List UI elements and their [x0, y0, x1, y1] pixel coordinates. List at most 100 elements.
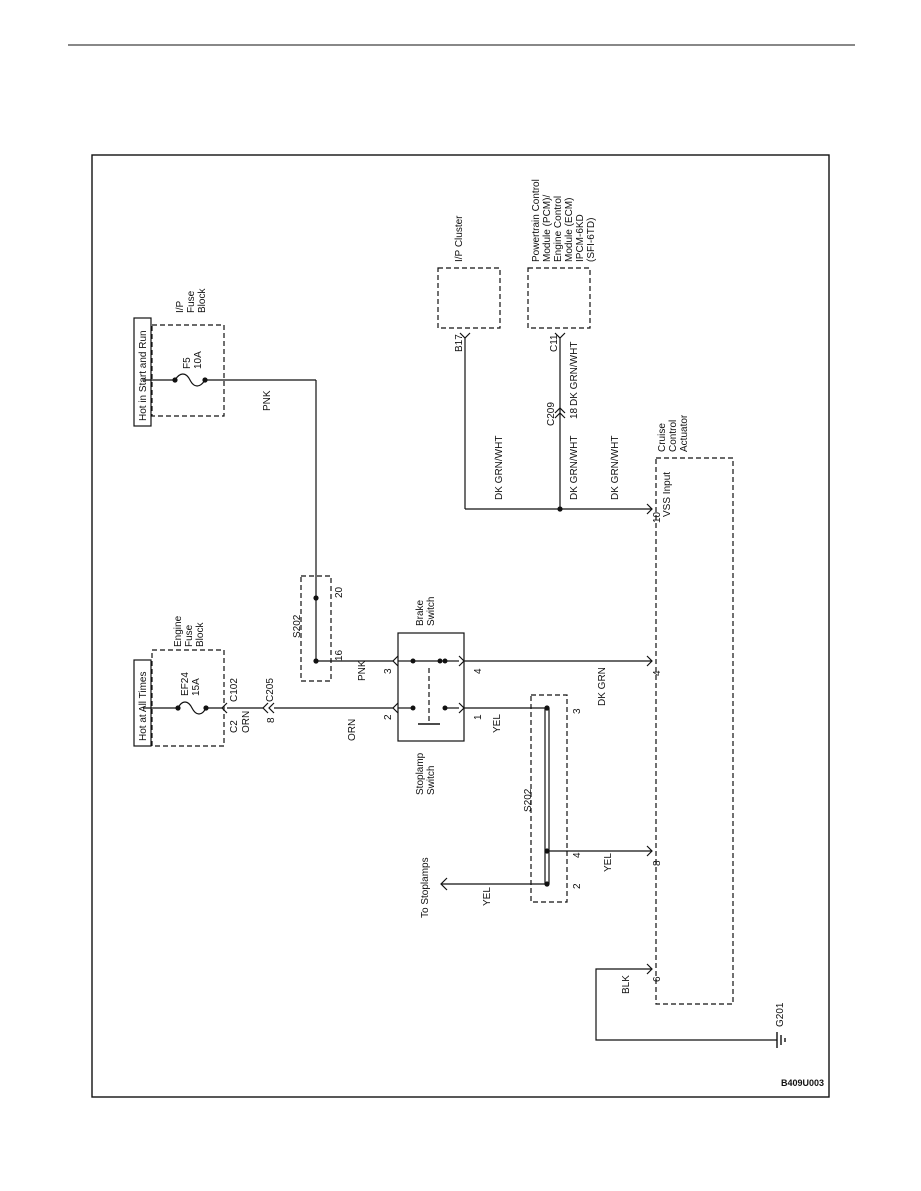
svg-text:Engine: Engine [173, 615, 184, 647]
splice-s202-top-box [300, 575, 332, 682]
actuator-terminal-4 [646, 655, 653, 667]
wire-label-yel-2: YEL [603, 853, 614, 872]
svg-text:15A: 15A [191, 678, 202, 696]
pin-c209-18: 18 [569, 407, 580, 419]
pin-s202b-2: 2 [572, 883, 583, 889]
splice-s202-top-label: S202 [292, 614, 303, 638]
splice-s202-bottom-node-top [544, 705, 550, 711]
ip-cluster-box [437, 267, 501, 329]
fuse-ef24-symbol [143, 701, 222, 715]
pin-switch-4: 4 [473, 668, 484, 674]
fuse-f5-symbol [143, 373, 316, 387]
brake-switch-label: Brake Switch [415, 597, 437, 626]
wire-label-pnk-1: PNK [262, 390, 273, 411]
vss-input-label: VSS Input [662, 472, 673, 517]
pin-switch-3: 3 [383, 668, 394, 674]
svg-text:Engine Control: Engine Control [553, 196, 564, 262]
vss-splice-node [557, 506, 563, 512]
stoplamp-switch-node-2 [442, 705, 448, 711]
to-stoplamps-label: To Stoplamps [420, 857, 431, 918]
fuse-f5-terminal-b [202, 377, 208, 383]
pcm-label: Powertrain Control Module (PCM)/ Engine … [531, 179, 597, 262]
brake-switch-node-2 [437, 658, 443, 664]
connector-c102-symbol [221, 702, 228, 714]
ground-symbol-icon [776, 1032, 786, 1048]
power-label-all-times: Hot at All Times [138, 672, 149, 741]
cruise-actuator-box [655, 457, 734, 1005]
wire-label-dkgrnwht-1: DK GRN/WHT [494, 436, 505, 500]
wire-label-dkgrnwht-2: DK GRN/WHT [569, 342, 580, 406]
switch-terminal-3 [392, 655, 399, 667]
wire-label-orn-2: ORN [347, 719, 358, 741]
svg-text:Actuator: Actuator [679, 414, 690, 452]
wire-label-pnk-2: PNK [357, 660, 368, 681]
svg-text:Switch: Switch [426, 597, 437, 626]
fuse-ef24-label: EF24 15A [180, 672, 202, 696]
wire-label-dkgrnwht-4: DK GRN/WHT [610, 436, 621, 500]
to-stoplamps-arrow [440, 877, 448, 891]
svg-text:F5: F5 [182, 357, 193, 369]
cruise-actuator-label: Cruise Control Actuator [657, 414, 690, 452]
connector-c209-symbol [554, 407, 566, 419]
svg-text:Switch: Switch [426, 766, 437, 795]
pin-s202-16: 16 [334, 649, 345, 661]
power-label-start-run: Hot in Start and Run [138, 330, 149, 421]
wire-label-dk-grn: DK GRN [597, 667, 608, 706]
diagram-frame [91, 154, 830, 1098]
power-label-box-all-times [133, 659, 152, 747]
svg-text:Module (ECM): Module (ECM) [564, 198, 575, 262]
pcm-box [527, 267, 591, 329]
engine-fuse-block-label: Engine Fuse Block [173, 615, 206, 647]
svg-text:(SFI-6TD): (SFI-6TD) [586, 218, 597, 262]
pin-switch-2: 2 [383, 714, 394, 720]
switch-terminal-4 [458, 655, 465, 667]
svg-text:Module (PCM)/: Module (PCM)/ [542, 195, 553, 262]
switch-terminal-2 [392, 702, 399, 714]
power-label-box-start-run [133, 317, 152, 427]
connector-c102-label: C102 [229, 678, 240, 702]
svg-text:Fuse: Fuse [184, 624, 195, 647]
fuse-f5-terminal-a [172, 377, 178, 383]
fuse-ef24-terminal-a [175, 705, 181, 711]
connector-b17-label: B17 [454, 334, 465, 352]
pin-actuator-4: 4 [652, 670, 663, 676]
engine-fuse-block-box [151, 649, 225, 747]
ip-fuse-block-box [151, 324, 225, 417]
diagram-id: B409U003 [781, 1078, 824, 1088]
brake-switch-node-3 [442, 658, 448, 664]
connector-c209-label: C209 [546, 402, 557, 426]
stoplamp-switch-node-1 [410, 705, 416, 711]
wire-label-blk: BLK [621, 975, 632, 994]
pin-actuator-10: 10 [652, 511, 663, 523]
wire-label-orn-1: ORN [241, 711, 252, 733]
pin-actuator-8: 8 [652, 860, 663, 866]
wire-label-yel-1: YEL [492, 714, 503, 733]
splice-s202-bottom-label: S202 [523, 788, 534, 812]
svg-text:Stoplamp: Stoplamp [415, 752, 426, 795]
pin-s202-20: 20 [334, 586, 345, 598]
svg-text:Fuse: Fuse [186, 290, 197, 313]
connector-c2-label: C2 [229, 720, 240, 733]
fuse-f5-label: F5 10A [182, 351, 204, 369]
svg-text:Control: Control [668, 420, 679, 452]
svg-text:10A: 10A [193, 351, 204, 369]
brake-switch-node-1 [410, 658, 416, 664]
fuse-ef24-terminal-b [203, 705, 209, 711]
pin-s202b-4: 4 [572, 852, 583, 858]
svg-text:Brake: Brake [415, 599, 426, 626]
svg-text:EF24: EF24 [180, 672, 191, 696]
wire-label-dkgrnwht-3: DK GRN/WHT [569, 436, 580, 500]
pin-switch-1: 1 [473, 714, 484, 720]
wire-blk-ground [595, 968, 777, 1041]
pin-actuator-6: 6 [652, 976, 663, 982]
pin-c205-8: 8 [266, 717, 277, 723]
ip-fuse-block-label: I/P Fuse Block [175, 288, 208, 313]
splice-s202-bottom-box [530, 694, 568, 903]
pin-s202b-3: 3 [572, 708, 583, 714]
svg-text:Powertrain Control: Powertrain Control [531, 179, 542, 262]
actuator-terminal-8 [646, 845, 653, 857]
connector-c205-symbol [262, 702, 275, 714]
connector-c205-label: C205 [265, 678, 276, 702]
connector-c11-label: C11 [549, 334, 560, 352]
